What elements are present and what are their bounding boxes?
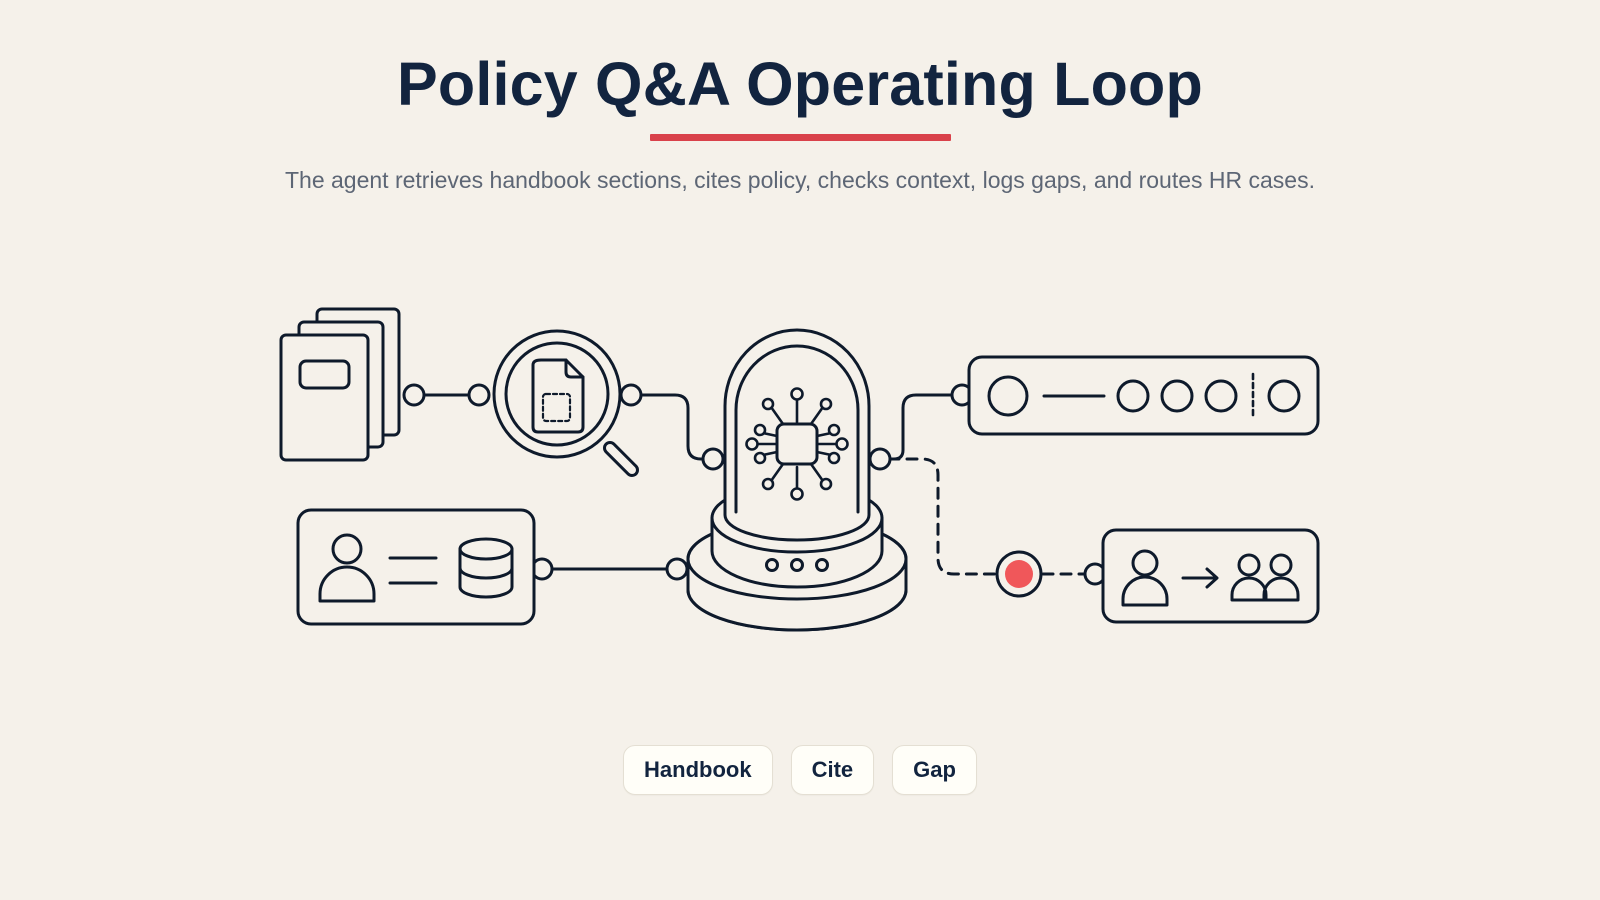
title-underline [650, 134, 951, 141]
tag-row: Handbook Cite Gap [0, 745, 1600, 795]
tag-handbook[interactable]: Handbook [623, 745, 773, 795]
citation-log-icon [967, 355, 1320, 436]
tag-gap[interactable]: Gap [892, 745, 977, 795]
connector-lines [421, 393, 1087, 576]
page-subtitle: The agent retrieves handbook sections, c… [284, 167, 1315, 193]
magnifier-document-icon [492, 329, 639, 477]
connector-dots [402, 383, 1107, 586]
tag-cite[interactable]: Cite [790, 745, 875, 795]
handbook-stack-icon [279, 307, 401, 462]
gap-marker-icon [995, 550, 1043, 598]
hr-routing-icon [1101, 528, 1320, 624]
page-title: Policy Q&A Operating Loop [397, 50, 1203, 118]
employee-record-database-icon [296, 508, 536, 626]
ai-agent-dome-icon [686, 328, 908, 632]
